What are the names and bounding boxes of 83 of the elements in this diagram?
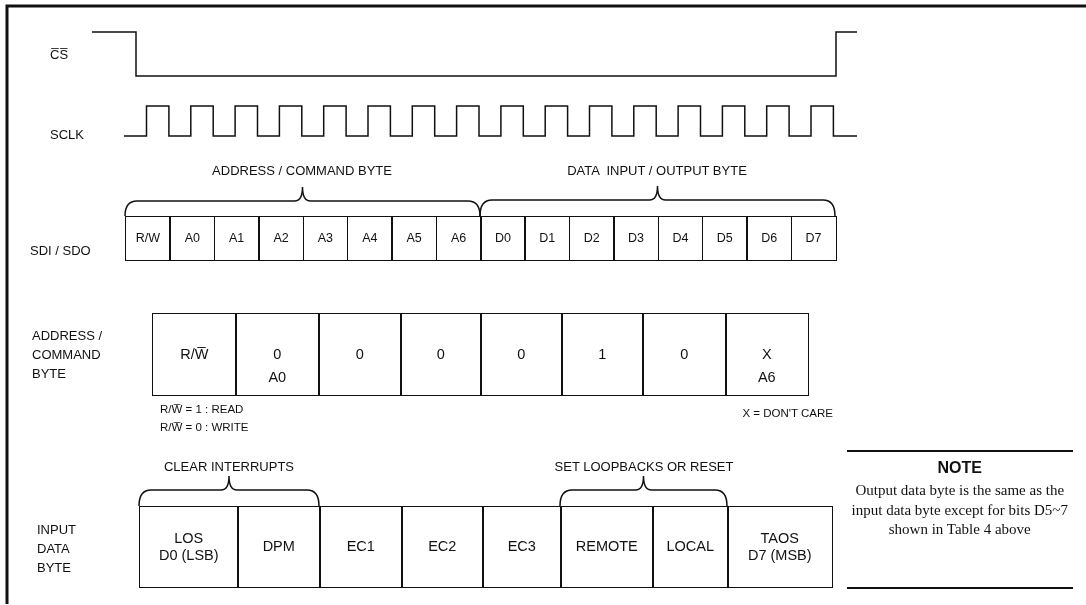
cell-text: EC2 bbox=[428, 538, 457, 556]
bit-cell bbox=[346, 216, 393, 261]
cell-text: A4 bbox=[362, 231, 378, 246]
note-text: Output data byte is the same as the input data byte except for bits D5~7 shown in Table 4 above bbox=[850, 481, 1069, 539]
cell-text: R/W bbox=[135, 231, 161, 246]
cell-text: A5 bbox=[406, 231, 422, 246]
cell-text: A0 bbox=[268, 369, 287, 387]
cell-text: EC1 bbox=[346, 538, 375, 556]
bit-cell bbox=[235, 313, 320, 396]
cell-text: TAOS bbox=[760, 529, 799, 547]
cell-text: EC3 bbox=[507, 538, 536, 556]
row-label: ADDRESS / COMMAND BYTE bbox=[32, 327, 104, 383]
bit-cell bbox=[613, 216, 659, 261]
cell-text: D3 bbox=[628, 231, 645, 246]
row-label: INPUT DATA BYTE bbox=[37, 521, 77, 577]
bit-cell bbox=[524, 216, 571, 261]
bit-cell bbox=[790, 216, 837, 261]
cell-text: A3 bbox=[317, 231, 334, 246]
bit-cell bbox=[391, 216, 438, 261]
bit-cell bbox=[652, 506, 729, 588]
bit-cell bbox=[302, 216, 349, 261]
bit-cell bbox=[480, 216, 526, 261]
cell-text: REMOTE bbox=[575, 538, 638, 556]
cell-text: A6 bbox=[450, 231, 467, 246]
cell-text: A0 bbox=[184, 231, 200, 246]
bit-cell bbox=[727, 506, 833, 588]
cell-text: D1 bbox=[539, 231, 556, 246]
signal-label: SCLK bbox=[50, 127, 84, 144]
cell-text: D0 (LSB) bbox=[158, 547, 219, 565]
bit-cell bbox=[746, 216, 793, 261]
legend-note: R/W̅ = 1 : READ bbox=[160, 402, 244, 417]
cell-text: LOS bbox=[174, 529, 204, 547]
bit-cell bbox=[482, 506, 562, 588]
cell-text: R/W̅ bbox=[180, 346, 209, 364]
bit-cell bbox=[642, 313, 727, 396]
cell-text: A1 bbox=[229, 231, 245, 246]
cell-text: 0 bbox=[680, 346, 689, 364]
cell-text: 0 bbox=[355, 346, 364, 364]
cell-text: D5 bbox=[716, 231, 733, 246]
cell-text: 0 bbox=[436, 346, 445, 364]
cell-text: LOCAL bbox=[666, 538, 715, 556]
signal-label: SDI / SDO bbox=[30, 243, 91, 260]
brace-label: SET LOOPBACKS OR RESET bbox=[554, 459, 734, 476]
bit-cell bbox=[237, 506, 321, 588]
bit-cell bbox=[657, 216, 704, 261]
bit-cell bbox=[213, 216, 260, 261]
bit-cell bbox=[435, 216, 482, 261]
cell-text: D0 bbox=[494, 231, 511, 246]
cell-text: A6 bbox=[757, 369, 776, 387]
bit-cell bbox=[169, 216, 216, 261]
legend-note: X = DON'T CARE bbox=[742, 406, 833, 421]
cell-text: DPM bbox=[262, 538, 295, 556]
cell-text: D7 (MSB) bbox=[747, 547, 812, 565]
bit-cell bbox=[480, 313, 563, 396]
cell-text: 1 bbox=[598, 346, 607, 364]
cell-text: 0 bbox=[517, 346, 526, 364]
cell-text: D7 bbox=[805, 231, 822, 246]
note-panel bbox=[847, 450, 1073, 589]
brace-label: CLEAR INTERRUPTS bbox=[164, 459, 294, 476]
signal-label: C̅S̅ bbox=[50, 47, 69, 64]
bit-cell bbox=[318, 313, 402, 396]
bit-cell bbox=[125, 216, 171, 261]
bit-cell bbox=[258, 216, 304, 261]
legend-note: R/W̅ = 0 : WRITE bbox=[160, 420, 249, 435]
bit-cell bbox=[725, 313, 809, 396]
bit-cell bbox=[319, 506, 403, 588]
cell-text: D4 bbox=[672, 231, 689, 246]
bit-cell bbox=[152, 313, 237, 396]
cell-text: D2 bbox=[583, 231, 600, 246]
bit-cell bbox=[401, 506, 484, 588]
cell-text: 0 bbox=[273, 346, 282, 364]
bit-cell bbox=[560, 506, 654, 588]
cell-text: A2 bbox=[273, 231, 289, 246]
bit-cell bbox=[701, 216, 748, 261]
brace-label: ADDRESS / COMMAND BYTE bbox=[212, 163, 392, 180]
bit-cell bbox=[561, 313, 644, 396]
bit-cell bbox=[568, 216, 615, 261]
brace-label: DATA INPUT / OUTPUT BYTE bbox=[567, 163, 747, 180]
bit-cell bbox=[139, 506, 239, 588]
cell-text: D6 bbox=[761, 231, 778, 246]
bit-cell bbox=[400, 313, 482, 396]
cell-text: X bbox=[761, 346, 772, 364]
note-heading: NOTE bbox=[936, 459, 983, 477]
